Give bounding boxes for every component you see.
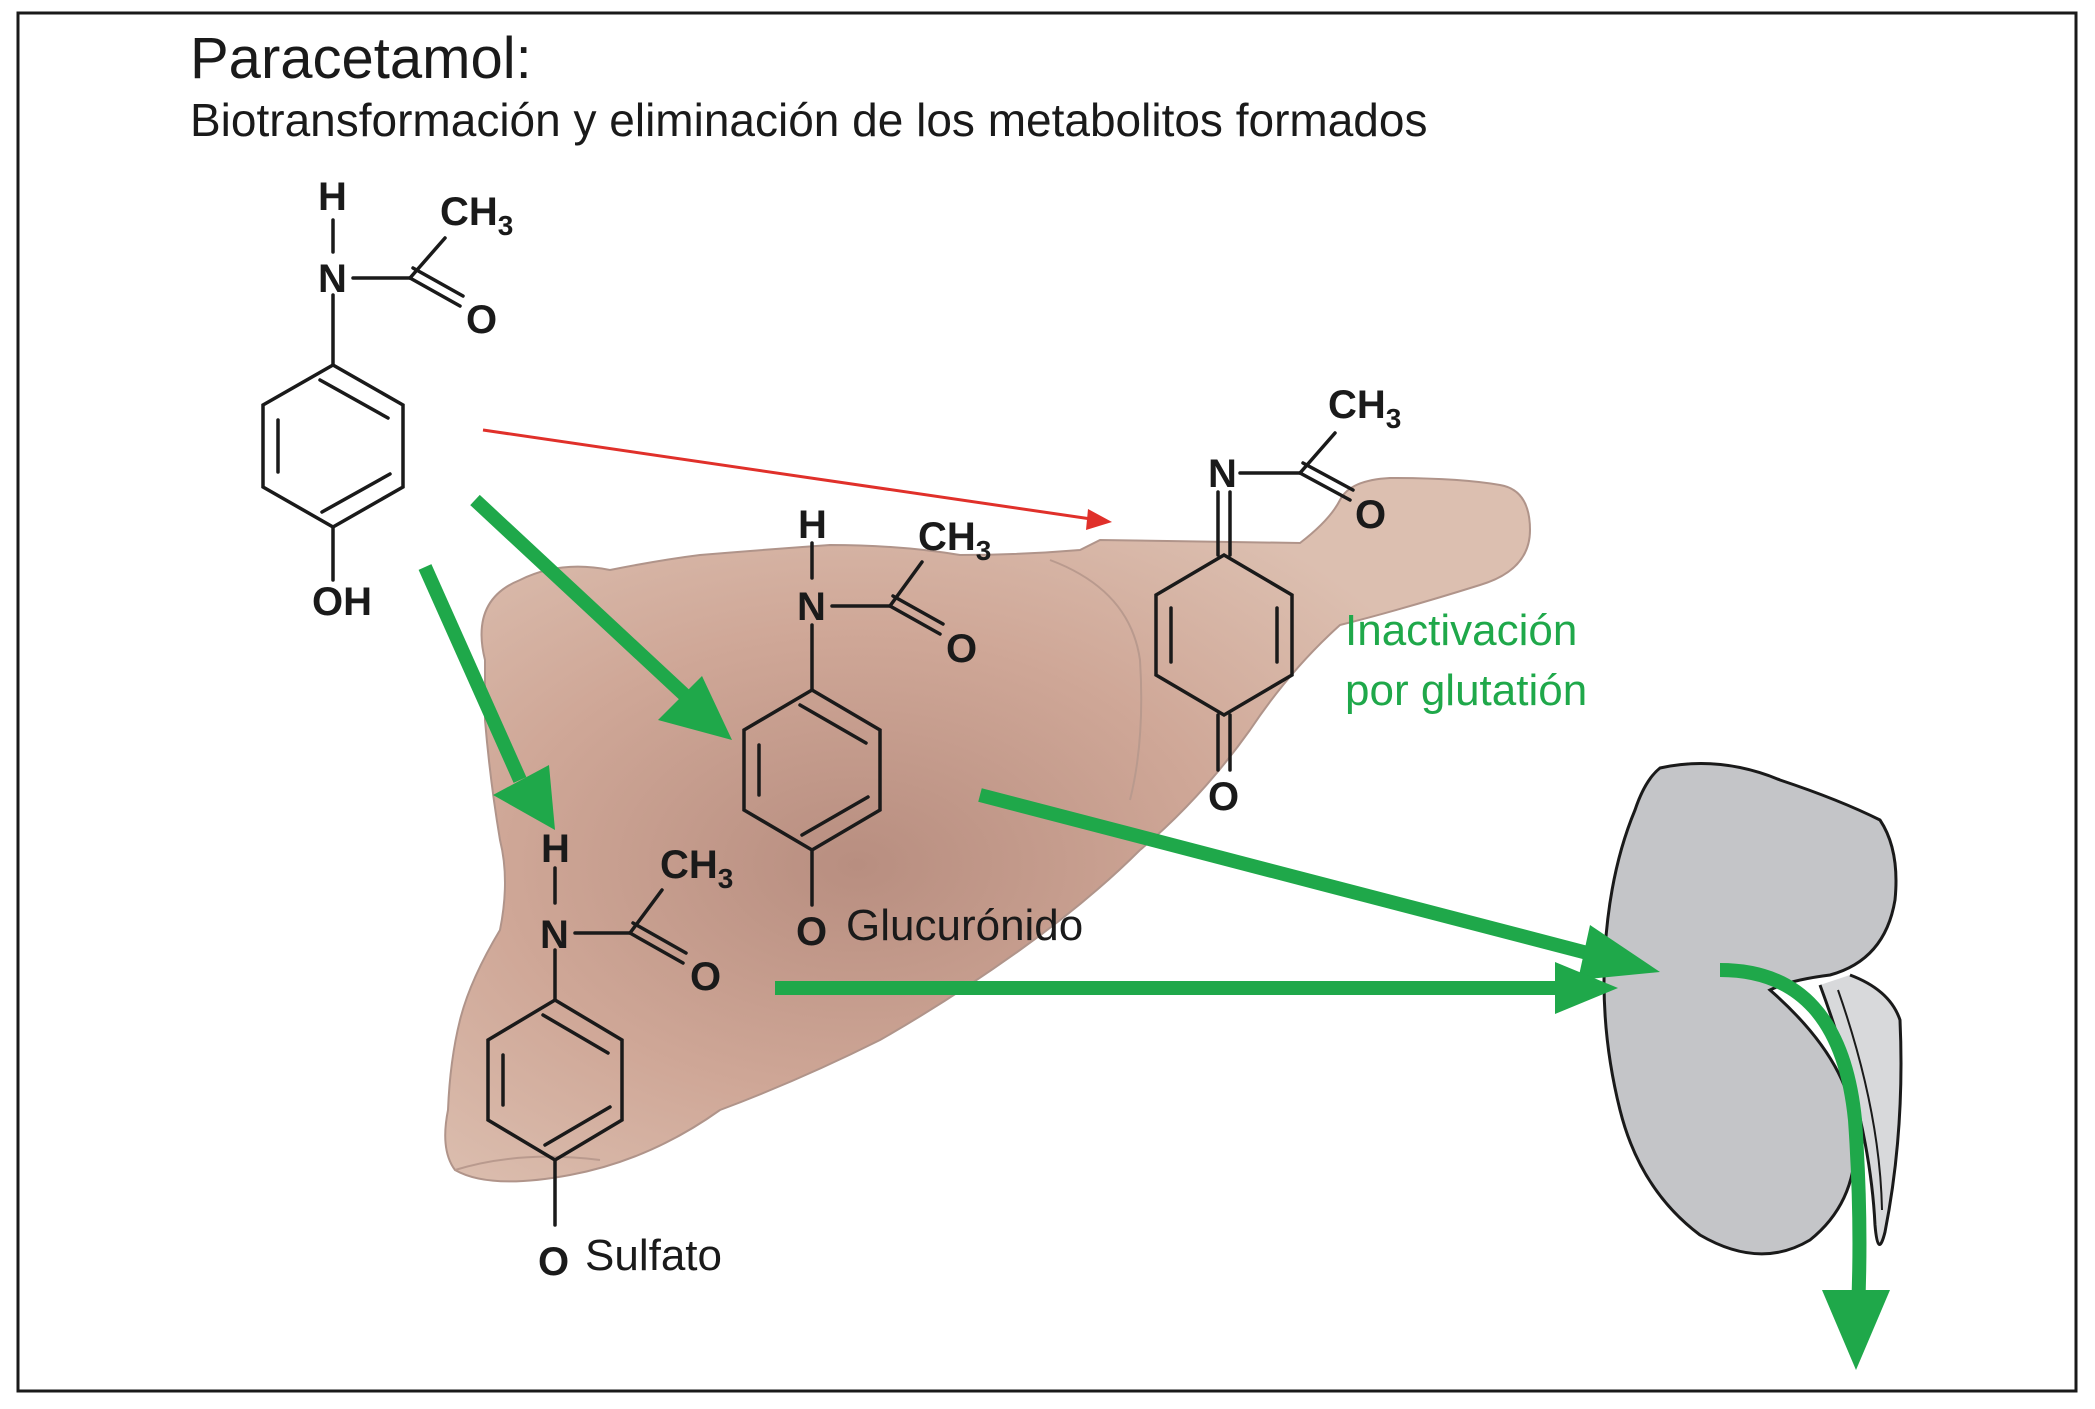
atom-h: H — [798, 503, 827, 547]
pathway-arrows — [418, 428, 1890, 1370]
green-arrow-urine-excretion — [1719, 963, 1890, 1370]
methyl-group: CH3 — [918, 515, 991, 566]
atom-n: N — [797, 585, 826, 629]
napqi-molecule: N CH3 O O — [1154, 383, 1401, 819]
green-arrow-to-sulfate — [418, 564, 555, 830]
atom-n: N — [540, 913, 569, 957]
inactivation-label-line2: por glutatión — [1345, 666, 1587, 715]
methyl-group: CH3 — [660, 843, 733, 894]
atom-o: O — [538, 1240, 569, 1284]
inactivation-label-line1: Inactivación — [1345, 606, 1577, 655]
atom-h: H — [541, 827, 570, 871]
green-arrow-glucuronide-to-kidney — [978, 788, 1660, 980]
atom-n: N — [318, 257, 347, 301]
green-arrow-to-glucuronide — [470, 494, 732, 740]
methyl-group: CH3 — [440, 190, 513, 241]
atom-o: O — [1208, 775, 1239, 819]
atom-o: O — [466, 298, 497, 342]
hydroxyl-group: OH — [312, 580, 372, 624]
methyl-group: CH3 — [1328, 383, 1401, 434]
atom-o: O — [946, 627, 977, 671]
figure-border — [16, 11, 2078, 1393]
atom-n: N — [1208, 452, 1237, 496]
sulfate-label: Sulfato — [585, 1231, 722, 1280]
paracetamol-molecule: H N CH3 O OH — [261, 175, 513, 624]
atom-o: O — [690, 955, 721, 999]
glucuronide-label: Glucurónido — [846, 901, 1083, 950]
red-oxidation-arrow — [482, 428, 1112, 530]
atom-h: H — [318, 175, 347, 219]
sulfate-molecule: H N CH3 O O Sulfato — [486, 827, 733, 1284]
glucuronide-molecule: H N CH3 O O Glucurónido — [742, 503, 1083, 954]
atom-o: O — [796, 910, 827, 954]
liver-illustration — [444, 476, 1532, 1183]
subtitle: Biotransformación y eliminación de los m… — [190, 94, 1427, 146]
title: Paracetamol: — [190, 26, 532, 91]
atom-o: O — [1355, 493, 1386, 537]
green-arrow-sulfate-to-kidney — [775, 962, 1618, 1014]
